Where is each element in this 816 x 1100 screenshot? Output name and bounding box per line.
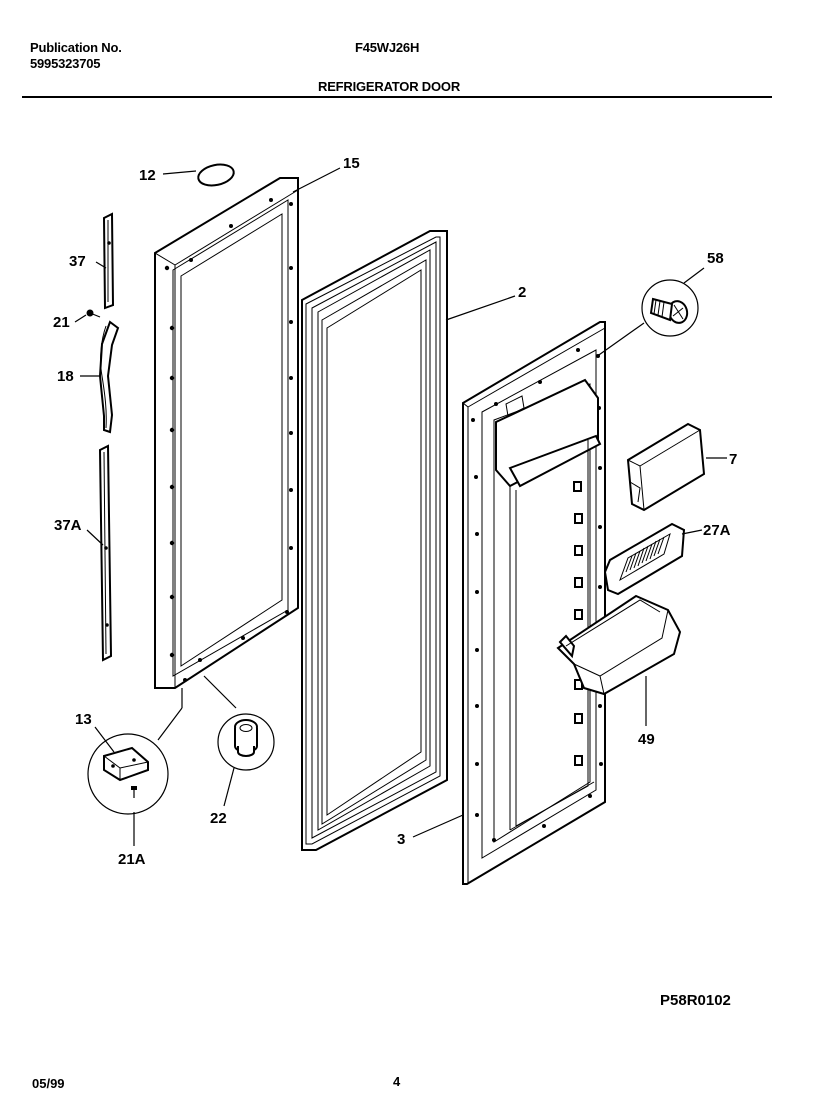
callout-21: 21 xyxy=(53,314,70,331)
drawing-code: P58R0102 xyxy=(660,992,731,1009)
callout-12: 12 xyxy=(139,167,156,184)
callout-15: 15 xyxy=(343,155,360,172)
publication-number: 5995323705 xyxy=(30,56,101,71)
part-21A-screw xyxy=(131,786,137,846)
part-18-handle xyxy=(80,320,120,434)
part-27A-dairy-grille xyxy=(603,522,703,596)
part-3-door-liner xyxy=(412,321,606,885)
part-37A-hinge-rail xyxy=(86,444,113,662)
part-12-cover xyxy=(162,163,235,187)
part-21-screw xyxy=(74,309,101,323)
callout-13: 13 xyxy=(75,711,92,728)
callout-2: 2 xyxy=(518,284,526,301)
part-13-hinge-bracket xyxy=(87,688,183,815)
callout-3: 3 xyxy=(397,831,405,848)
page-number: 4 xyxy=(393,1074,401,1089)
part-58-screw xyxy=(595,267,705,358)
part-2-door-gasket xyxy=(301,230,516,851)
callout-18: 18 xyxy=(57,368,74,385)
part-7-dairy-door xyxy=(626,422,727,512)
callout-37A: 37A xyxy=(54,517,82,534)
callout-22: 22 xyxy=(210,810,227,827)
callout-49: 49 xyxy=(638,731,655,748)
section-title: REFRIGERATOR DOOR xyxy=(318,79,461,94)
part-15-door-outer-panel xyxy=(154,167,341,689)
callout-7: 7 xyxy=(729,451,737,468)
revision-date: 05/99 xyxy=(32,1076,65,1091)
header-rule xyxy=(22,96,772,98)
part-37-hinge-rail xyxy=(95,212,115,310)
part-22-door-stop xyxy=(203,675,275,807)
callout-27A: 27A xyxy=(703,522,731,539)
callout-37: 37 xyxy=(69,253,86,270)
publication-label: Publication No. xyxy=(30,40,122,55)
model-number: F45WJ26H xyxy=(355,40,420,55)
callout-58: 58 xyxy=(707,250,724,267)
callout-21A: 21A xyxy=(118,851,146,868)
part-49-door-bin xyxy=(556,594,682,726)
